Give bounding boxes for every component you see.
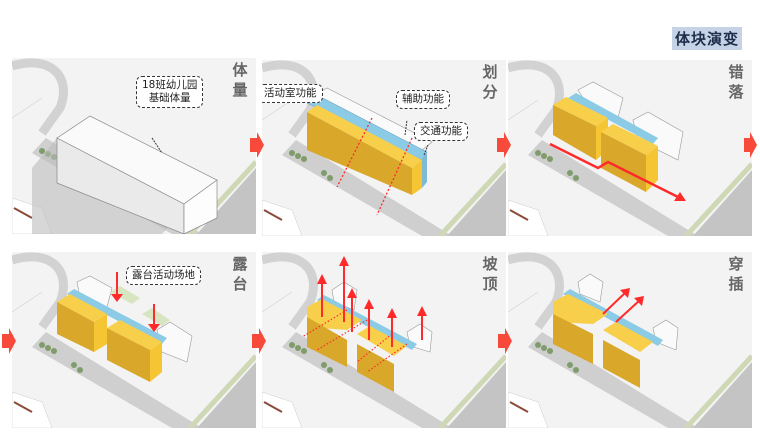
label-char: 分 bbox=[482, 83, 498, 101]
label-char: 错 bbox=[728, 63, 744, 81]
site-background bbox=[508, 252, 752, 428]
label-char: 划 bbox=[482, 63, 498, 81]
panel-sloped-roof: 坡顶 bbox=[262, 252, 506, 428]
callout-line: 18班幼儿园 bbox=[142, 79, 198, 91]
flow-arrow-icon bbox=[497, 132, 511, 158]
callout-terrace: 露台活动场地 bbox=[126, 266, 201, 285]
panel-terrace: 露台活动场地 露台 bbox=[12, 252, 256, 428]
base-mass-diagram bbox=[32, 115, 218, 234]
panel-label: 错落 bbox=[728, 62, 744, 102]
panel-interpenetration: 穿插 bbox=[508, 252, 752, 428]
callout-auxiliary: 辅助功能 bbox=[396, 90, 450, 109]
label-char: 体 bbox=[232, 61, 248, 79]
staggered-diagram bbox=[549, 81, 686, 201]
flow-arrow-icon bbox=[2, 328, 16, 354]
callout-line: 基础体量 bbox=[148, 92, 191, 104]
flow-arrow-icon bbox=[252, 328, 266, 354]
panel-label: 露台 bbox=[232, 254, 248, 294]
callout-base-mass: 18班幼儿园 基础体量 bbox=[136, 76, 204, 108]
callout-activity-rooms: 活动室功能 bbox=[262, 84, 323, 103]
label-char: 坡 bbox=[482, 255, 498, 273]
flow-arrow-icon bbox=[250, 132, 264, 158]
panel-label: 划分 bbox=[482, 62, 498, 102]
label-char: 插 bbox=[728, 275, 744, 293]
label-char: 露 bbox=[232, 255, 248, 273]
panel-division: 活动室功能 辅助功能 交通功能 划分 bbox=[262, 60, 506, 236]
flow-arrow-icon bbox=[498, 328, 512, 354]
panel-label: 穿插 bbox=[728, 254, 744, 294]
panel-label: 坡顶 bbox=[482, 254, 498, 294]
label-char: 顶 bbox=[482, 275, 498, 293]
panel-label: 体量 bbox=[232, 60, 248, 100]
terrace-diagram bbox=[57, 272, 193, 382]
label-char: 穿 bbox=[728, 255, 744, 273]
label-char: 落 bbox=[728, 83, 744, 101]
label-char: 台 bbox=[232, 275, 248, 293]
callout-circulation: 交通功能 bbox=[414, 122, 468, 141]
label-char: 量 bbox=[232, 81, 248, 99]
panel-staggered: 错落 bbox=[508, 60, 752, 236]
panel-mass: 18班幼儿园 基础体量 体量 bbox=[12, 58, 256, 234]
sloped-roof-diagram bbox=[301, 256, 433, 392]
interpenetration-diagram bbox=[553, 273, 679, 388]
page-title: 体块演变 bbox=[672, 27, 743, 50]
division-diagram bbox=[303, 87, 433, 216]
flow-arrow-icon bbox=[744, 132, 757, 158]
